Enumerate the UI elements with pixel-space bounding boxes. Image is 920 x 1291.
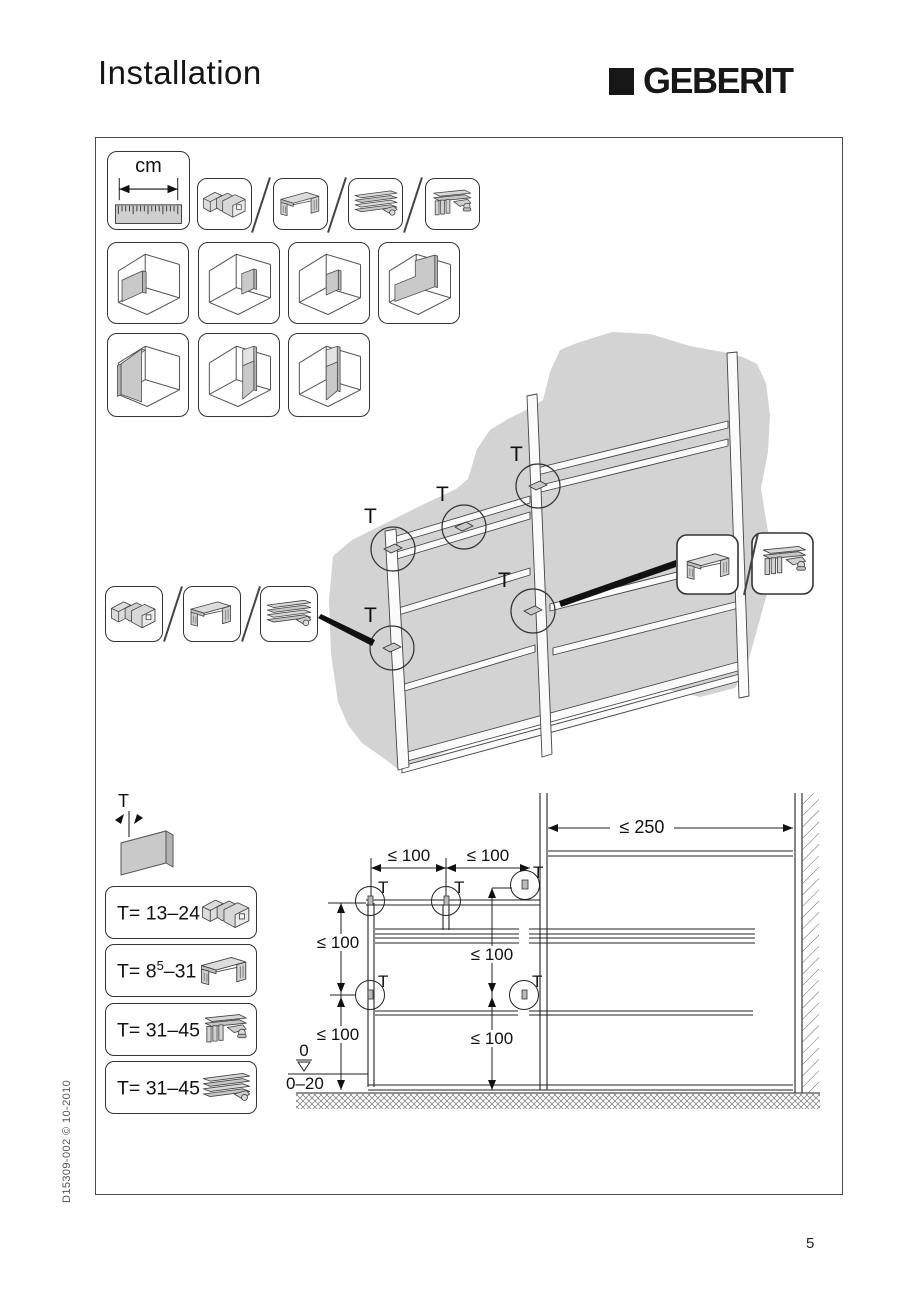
structure-lines xyxy=(296,793,820,1094)
datum-zero-label: 0 xyxy=(299,1041,308,1060)
connector-box-u-bracket-2 xyxy=(183,586,241,642)
u-bracket-connector-icon xyxy=(190,601,231,627)
t-label: T xyxy=(364,505,377,528)
wall-type-box-full-height xyxy=(107,333,189,417)
finned-rail-connector-icon xyxy=(204,1013,247,1042)
datum-triangle-icon xyxy=(297,1061,311,1072)
connector-box-telescopic-2 xyxy=(105,586,163,642)
thickness-label: T= 31–45 xyxy=(117,1019,200,1042)
u-bracket-connector-icon xyxy=(279,192,319,216)
datum-range-label: 0–20 xyxy=(286,1074,324,1093)
t-label: T xyxy=(454,878,464,897)
telescopic-connector-icon xyxy=(202,899,250,928)
t-label: T xyxy=(436,483,449,506)
label-mask xyxy=(313,1026,363,1043)
wall-type-box-l-shaped xyxy=(378,242,460,324)
ribbed-rail-connector-icon xyxy=(202,1072,251,1101)
t-label: T xyxy=(510,443,523,466)
full-height-column-center-icon xyxy=(298,345,362,408)
wall-type-box-small-panel-center xyxy=(288,242,370,324)
t-label: T xyxy=(378,878,388,897)
logo-text: GEBERIT xyxy=(643,60,794,101)
label-mask xyxy=(610,818,674,835)
ribbed-rail-connector-icon xyxy=(354,190,397,216)
telescopic-connector-icon xyxy=(202,192,246,218)
cm-ruler-legend-box: cm xyxy=(107,151,190,230)
cm-ruler-icon xyxy=(115,177,182,224)
thickness-label: T= 13–24 xyxy=(117,902,200,925)
thickness-row-4: T= 31–45 xyxy=(105,1061,257,1114)
isometric-installation-diagram: T T T T T xyxy=(318,332,814,774)
dim-label-100: ≤ 100 xyxy=(388,846,430,865)
connector-box-finned-rail xyxy=(425,178,480,230)
connector-box-telescopic xyxy=(197,178,252,230)
dimension-diagram: ≤ 250 ≤ 100 ≤ 100 ≤ 100 ≤ 100 ≤ 100 ≤ 10… xyxy=(286,793,820,1109)
finned-rail-connector-icon xyxy=(432,189,471,216)
dim-label-100: ≤ 100 xyxy=(317,1025,359,1044)
floor-hatch xyxy=(296,1094,820,1109)
u-bracket-connector-icon xyxy=(201,956,247,985)
t-label: T xyxy=(364,604,377,627)
label-mask xyxy=(464,1030,520,1047)
wall-type-box-column-right xyxy=(198,333,280,417)
label-mask xyxy=(464,946,520,963)
connector-box-u-bracket xyxy=(273,178,328,230)
t-label: T xyxy=(498,569,511,592)
thickness-label: T= 31–45 xyxy=(117,1077,200,1100)
geberit-logo: GEBERIT xyxy=(609,60,794,101)
low-partition-wall-icon xyxy=(117,253,181,316)
page-number: 5 xyxy=(806,1235,815,1252)
full-height-wall-icon xyxy=(116,345,181,408)
detail-circles xyxy=(369,463,561,671)
full-height-column-right-icon xyxy=(208,345,272,408)
dim-label-100: ≤ 100 xyxy=(471,1029,513,1048)
leader-arrow-left xyxy=(318,614,375,646)
figure-frame xyxy=(95,137,843,1195)
dimension-arrows xyxy=(337,824,793,1090)
panel-thickness-icon: T xyxy=(115,791,174,876)
cm-label: cm xyxy=(135,155,162,177)
dim-label-100: ≤ 100 xyxy=(317,933,359,952)
telescopic-connector-icon xyxy=(111,601,156,629)
thickness-row-2: T= 85–31 xyxy=(105,944,257,997)
thickness-row-3: T= 31–45 xyxy=(105,1003,257,1056)
small-wall-panel-right-icon xyxy=(208,253,272,316)
small-wall-panel-center-icon xyxy=(298,253,362,316)
wall-type-box-column-center xyxy=(288,333,370,417)
logo-square-icon xyxy=(609,67,634,95)
t-label: T xyxy=(533,863,543,882)
t-label: T xyxy=(532,972,542,991)
dim-label-100: ≤ 100 xyxy=(471,945,513,964)
l-shaped-wall-icon xyxy=(388,253,452,316)
leader-arrow-right xyxy=(559,560,676,607)
connector-box-ribbed-rail-2 xyxy=(260,586,318,642)
document-code: D15309-002 © 10-2010 xyxy=(61,1079,73,1203)
connector-circles xyxy=(355,870,540,1010)
wall-type-box-low-partition xyxy=(107,242,189,324)
t-label: T xyxy=(118,791,129,811)
ribbed-rail-connector-icon xyxy=(266,599,312,627)
wall-hatch xyxy=(802,793,819,1093)
connector-markers xyxy=(382,480,548,653)
thickness-row-1: T= 13–24 xyxy=(105,886,257,939)
connector-box-ribbed-rail xyxy=(348,178,403,230)
t-label: T xyxy=(378,972,388,991)
wall-type-box-small-panel-right xyxy=(198,242,280,324)
thickness-label: T= 85–31 xyxy=(117,957,197,983)
page-title: Installation xyxy=(98,54,262,91)
callout-boxes xyxy=(676,532,814,596)
label-mask xyxy=(313,934,363,951)
dim-label-100: ≤ 100 xyxy=(467,846,509,865)
dim-label-250: ≤ 250 xyxy=(620,817,665,837)
